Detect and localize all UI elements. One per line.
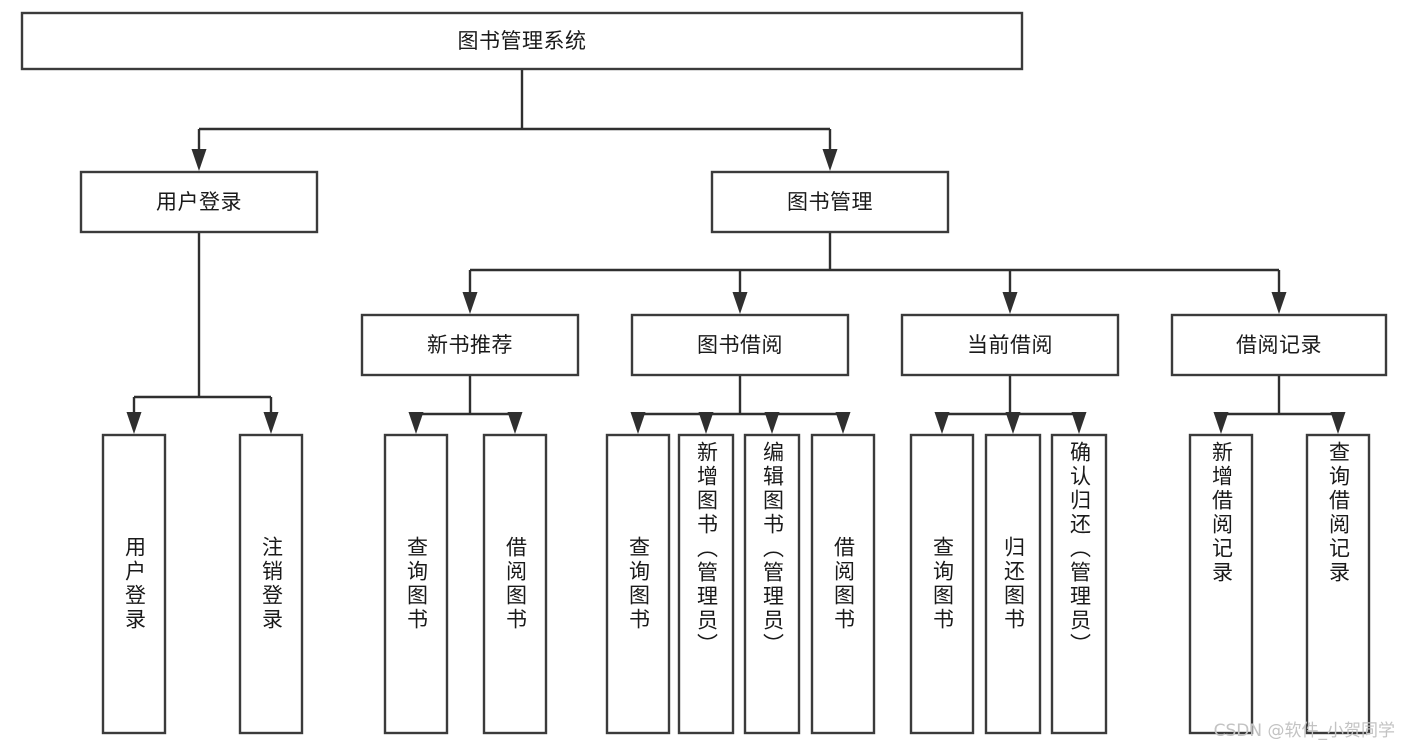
node-query-book[interactable]	[605, 433, 671, 735]
arrow-head-icon	[462, 292, 478, 314]
watermark-text: CSDN @软件_小贺同学	[1213, 721, 1395, 741]
node-rect[interactable]	[605, 433, 671, 735]
node-rect[interactable]	[1305, 433, 1371, 735]
arrow-head-icon	[630, 412, 646, 434]
node-rect[interactable]	[710, 170, 950, 234]
boxes-layer	[20, 11, 1388, 735]
node-label: 图书借阅	[697, 333, 783, 357]
arrow-head-icon	[934, 412, 950, 434]
node-rect[interactable]	[909, 433, 975, 735]
arrow-head-icon	[1330, 412, 1346, 434]
arrow-head-icon	[263, 412, 279, 434]
node-rect[interactable]	[482, 433, 548, 735]
arrow-head-icon	[126, 412, 142, 434]
arrow-head-icon	[1213, 412, 1229, 434]
node-user-login[interactable]	[101, 433, 167, 735]
node-current-borrow[interactable]	[900, 313, 1120, 377]
arrow-head-icon	[1005, 412, 1021, 434]
node-rect[interactable]	[383, 433, 449, 735]
node-rect[interactable]	[743, 433, 801, 735]
node-rect[interactable]	[900, 313, 1120, 377]
node-confirm-return-admin[interactable]	[1050, 433, 1108, 735]
node-label: 图书管理	[787, 190, 873, 214]
arrow-head-icon	[732, 292, 748, 314]
node-rect[interactable]	[630, 313, 850, 377]
arrow-head-icon	[507, 412, 523, 434]
node-logout[interactable]	[238, 433, 304, 735]
node-rect[interactable]	[360, 313, 580, 377]
node-add-book-admin[interactable]	[677, 433, 735, 735]
node-borrow-book[interactable]	[810, 433, 876, 735]
node-user-login[interactable]	[79, 170, 319, 234]
node-new-book-recommend[interactable]	[360, 313, 580, 377]
node-rect[interactable]	[677, 433, 735, 735]
node-book-management-system[interactable]	[20, 11, 1024, 71]
node-borrow-book[interactable]	[482, 433, 548, 735]
arrow-head-icon	[835, 412, 851, 434]
node-book-borrow[interactable]	[630, 313, 850, 377]
node-rect[interactable]	[1188, 433, 1254, 735]
arrow-head-icon	[1002, 292, 1018, 314]
arrow-head-icon	[1071, 412, 1087, 434]
node-query-book[interactable]	[909, 433, 975, 735]
node-label: 用户登录	[156, 190, 242, 214]
node-label: 借阅记录	[1236, 333, 1322, 357]
node-query-borrow-record[interactable]	[1305, 433, 1371, 735]
node-query-book[interactable]	[383, 433, 449, 735]
arrow-head-icon	[698, 412, 714, 434]
node-borrow-record[interactable]	[1170, 313, 1388, 377]
arrow-head-icon	[408, 412, 424, 434]
node-edit-book-admin[interactable]	[743, 433, 801, 735]
node-label: 新书推荐	[427, 333, 513, 357]
node-return-book[interactable]	[984, 433, 1042, 735]
arrow-head-icon	[764, 412, 780, 434]
node-rect[interactable]	[810, 433, 876, 735]
node-book-management[interactable]	[710, 170, 950, 234]
node-add-borrow-record[interactable]	[1188, 433, 1254, 735]
node-rect[interactable]	[101, 433, 167, 735]
node-rect[interactable]	[1170, 313, 1388, 377]
arrow-head-icon	[1271, 292, 1287, 314]
node-rect[interactable]	[1050, 433, 1108, 735]
connectors-layer	[126, 69, 1346, 434]
node-rect[interactable]	[238, 433, 304, 735]
node-label: 图书管理系统	[458, 29, 587, 53]
node-rect[interactable]	[79, 170, 319, 234]
node-rect[interactable]	[984, 433, 1042, 735]
arrow-head-icon	[822, 149, 838, 171]
node-rect[interactable]	[20, 11, 1024, 71]
node-label: 当前借阅	[967, 333, 1053, 357]
arrow-head-icon	[191, 149, 207, 171]
